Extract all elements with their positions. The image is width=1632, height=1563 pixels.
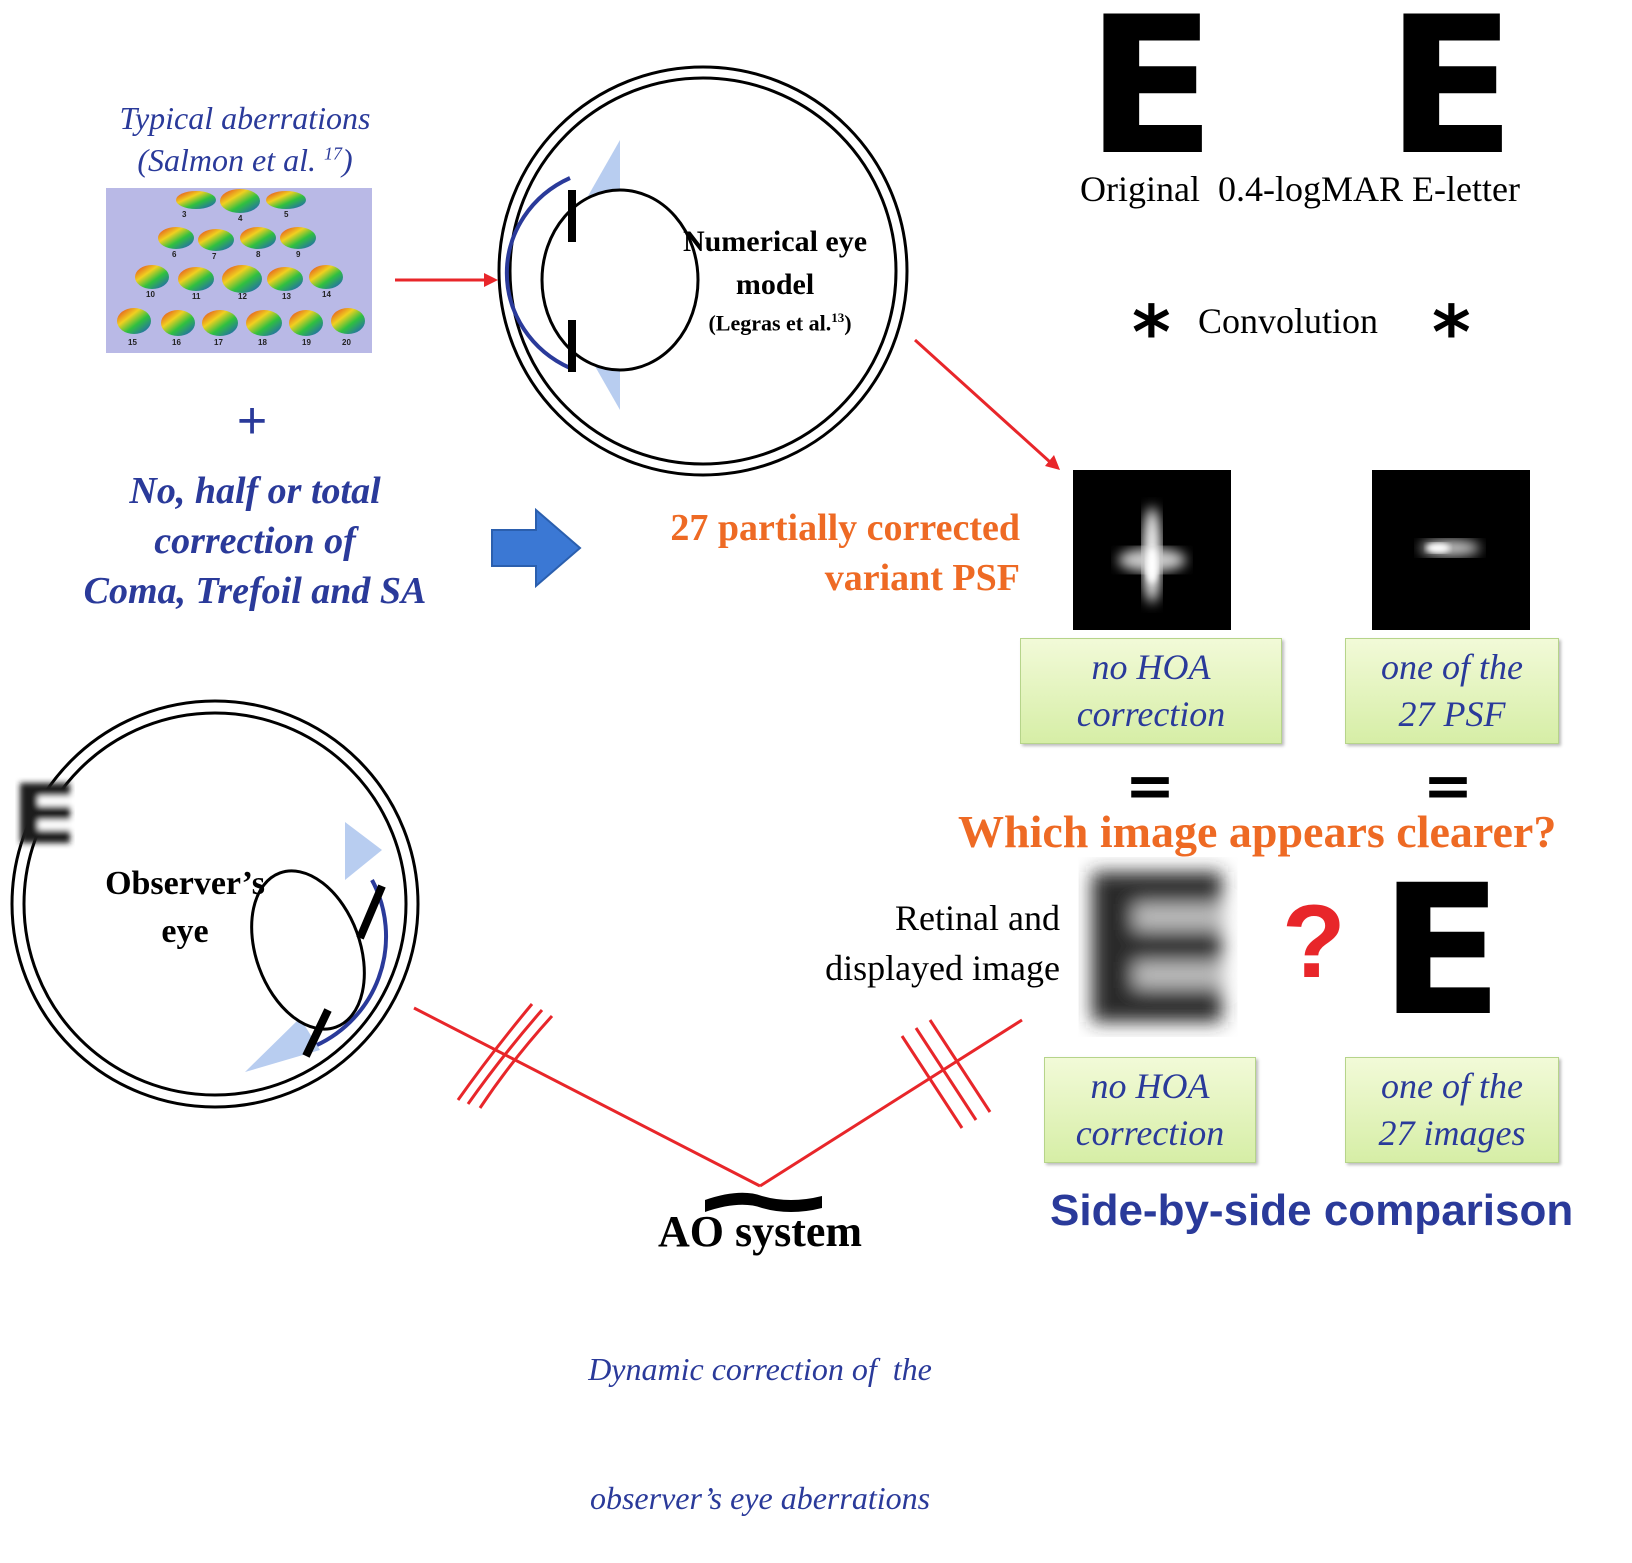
zernike-index: 9 (296, 250, 301, 259)
zernike-index: 8 (256, 250, 261, 259)
zernike-index: 7 (212, 252, 217, 261)
zernike-row-4 (117, 308, 365, 336)
image-box-no-hoa: no HOA correction (1044, 1057, 1256, 1163)
zernike-index: 13 (282, 292, 291, 301)
box-line-2: correction (1075, 1113, 1225, 1153)
correction-line-3: Coma, Trefoil and SA (83, 570, 427, 612)
psf-variant-line-1: 27 partially corrected (670, 507, 1020, 549)
observer-line-1: Observer’s (105, 865, 265, 902)
box-line-1: one of the (1381, 647, 1523, 687)
zernike-index: 18 (258, 338, 267, 347)
psf-variant-line-2: variant PSF (824, 557, 1020, 599)
equals-right: = (1422, 751, 1474, 821)
zernike-row-3 (135, 265, 343, 293)
zernike-index: 15 (128, 338, 137, 347)
convolution-star-right: * (1432, 290, 1471, 376)
ao-description: Dynamic correction of the observer’s eye… (520, 1262, 1000, 1563)
correction-line-2: correction of (154, 520, 356, 562)
image-box-27-images: one of the 27 images (1345, 1057, 1559, 1163)
ao-mirror (705, 1192, 822, 1212)
zernike-row-1 (176, 189, 306, 213)
retinal-line-2: displayed image (825, 948, 1060, 988)
zernike-index: 3 (182, 210, 187, 219)
eye-model-line-2: model (735, 268, 815, 301)
aberrations-title: Typical aberrations (119, 100, 371, 136)
psf-image-no-hoa (1073, 470, 1231, 630)
eye-model-label: Numerical eye model (640, 220, 910, 306)
original-e-letter-right: E (1386, 0, 1516, 197)
citation-text: (Salmon et al. (137, 142, 324, 178)
diagram-graphics (10, 65, 1530, 1212)
box-line-2: correction (1076, 694, 1226, 734)
psf-image-partial (1372, 470, 1530, 630)
retinal-image-label: Retinal and displayed image (760, 893, 1060, 993)
red-question-mark: ? (1282, 884, 1346, 1000)
zernike-index: 5 (284, 210, 289, 219)
blurred-e-small (20, 783, 70, 843)
correction-line-1: No, half or total (129, 470, 381, 512)
plus-sign: + (236, 392, 268, 450)
zernike-index: 17 (214, 338, 223, 347)
observer-eye-label: Observer’s eye (60, 860, 310, 956)
citation-ref: 17 (323, 143, 342, 164)
aberrations-panel (106, 188, 372, 353)
ao-line-2: observer’s eye aberrations (589, 1480, 931, 1516)
numerical-eye-diagram (497, 65, 909, 477)
zernike-index: 10 (146, 290, 155, 299)
box-line-1: no HOA (1091, 647, 1211, 687)
zernike-index: 11 (192, 292, 201, 301)
zernike-index: 16 (172, 338, 181, 347)
red-arrow-to-eye-model (395, 273, 498, 287)
blue-block-arrow (491, 507, 582, 589)
citation-close: ) (844, 310, 852, 336)
letter-caption: Original 0.4-logMAR E-letter (1080, 169, 1520, 209)
zernike-index: 12 (238, 292, 247, 301)
question-heading: Which image appears clearer? (958, 806, 1557, 857)
citation-close: ) (341, 142, 353, 178)
ao-system-label: AO system (657, 1207, 863, 1256)
blurred-e-large (1092, 872, 1224, 1022)
ao-line-1: Dynamic correction of the (588, 1351, 932, 1387)
red-arrow-to-psf (913, 338, 1060, 470)
side-by-side-label: Side-by-side comparison (1050, 1186, 1574, 1235)
box-line-2: 27 images (1378, 1113, 1526, 1153)
box-line-1: one of the (1381, 1066, 1523, 1106)
aberrations-citation: (Salmon et al. 17) (80, 142, 410, 179)
eye-model-line-1: Numerical eye (682, 225, 868, 258)
sharp-e-letter: E (1380, 847, 1503, 1056)
zernike-index: 4 (238, 214, 243, 223)
box-line-1: no HOA (1090, 1066, 1210, 1106)
psf-variant-label: 27 partially corrected variant PSF (620, 503, 1020, 603)
convolution-star-left: * (1132, 290, 1171, 376)
observer-line-2: eye (161, 913, 209, 950)
zernike-index: 20 (342, 338, 351, 347)
equals-left: = (1124, 751, 1176, 821)
eye-model-citation: (Legras et al.13) (660, 310, 900, 336)
observer-eye-diagram (10, 699, 420, 1109)
zernike-row-2 (158, 227, 316, 251)
citation-ref: 13 (831, 310, 845, 325)
convolution-label: Convolution (1198, 301, 1379, 341)
psf-box-27-psf: one of the 27 PSF (1345, 638, 1559, 744)
retinal-line-1: Retinal and (895, 898, 1060, 938)
box-line-2: 27 PSF (1398, 694, 1506, 734)
correction-text: No, half or total correction of Coma, Tr… (40, 466, 470, 616)
zernike-index: 14 (322, 290, 331, 299)
zernike-index: 6 (172, 250, 177, 259)
psf-box-no-hoa: no HOA correction (1020, 638, 1282, 744)
original-e-letter-left: E (1086, 0, 1216, 197)
zernike-index: 19 (302, 338, 311, 347)
light-path (413, 1003, 1023, 1188)
citation-text: (Legras et al. (708, 310, 832, 336)
zernike-index-labels: 3 4 5 6 7 8 9 10 11 12 13 14 15 16 17 18… (106, 188, 372, 353)
